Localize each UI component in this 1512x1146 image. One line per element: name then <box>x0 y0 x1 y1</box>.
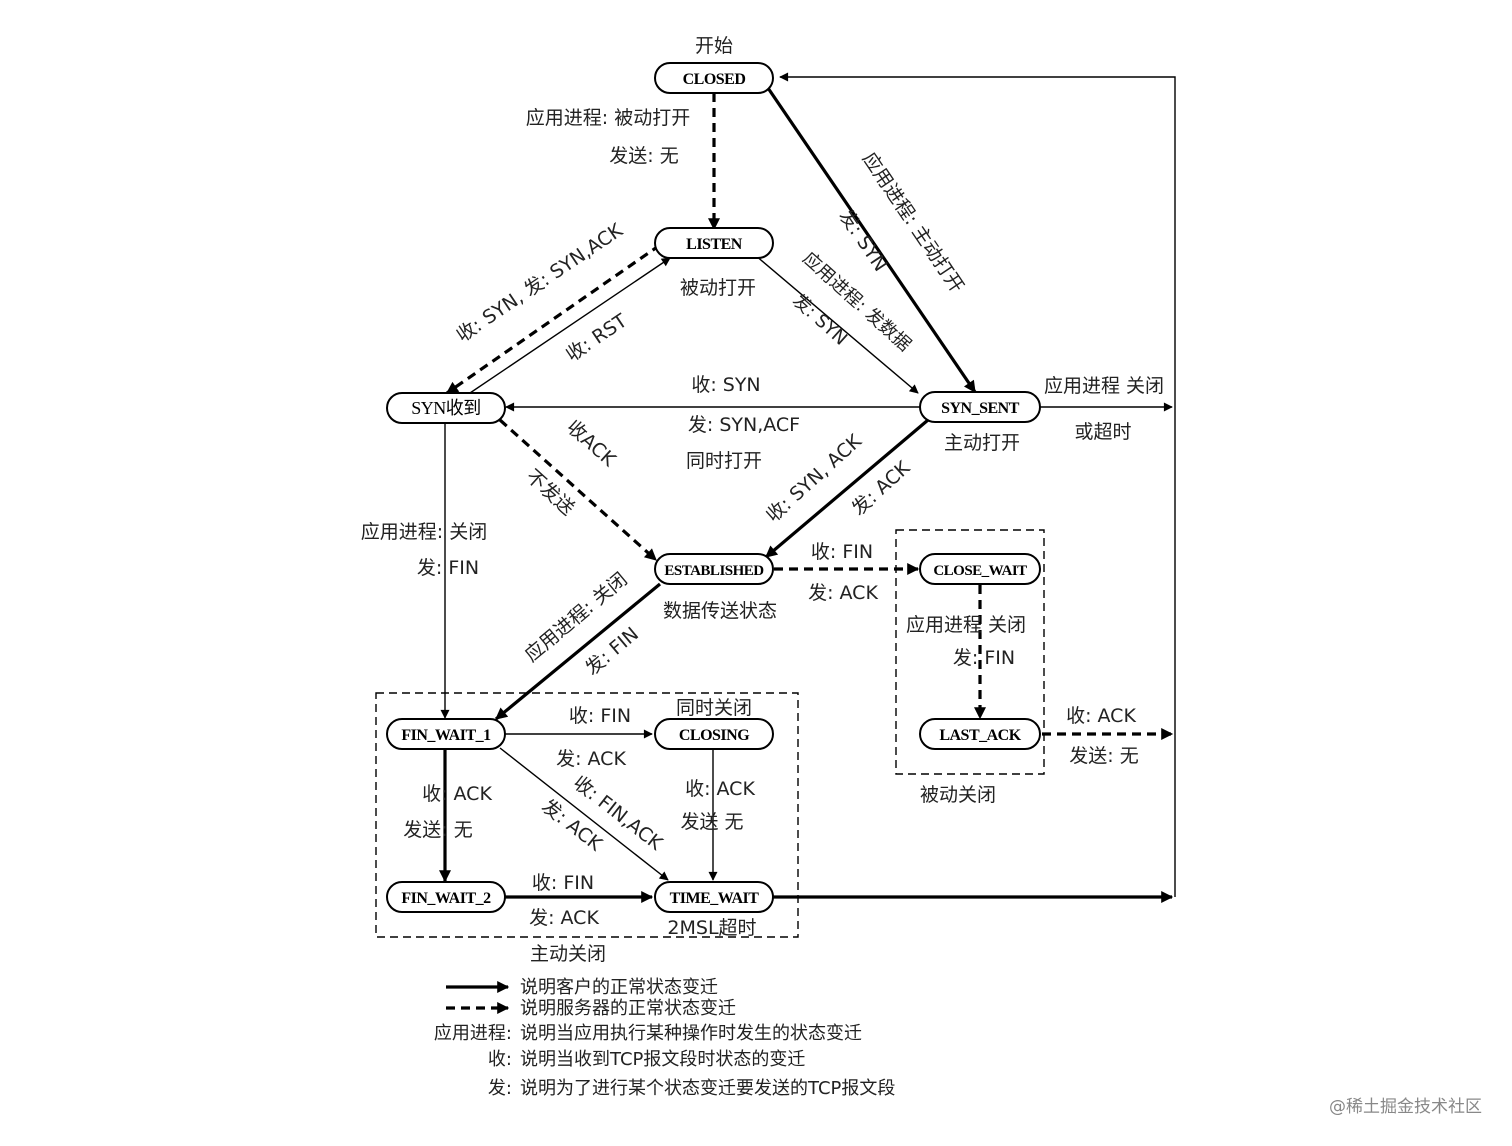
caption-timewait: 2MSL超时 <box>667 917 756 939</box>
state-established: ESTABLISHED <box>654 553 774 585</box>
state-fin-wait-2: FIN_WAIT_2 <box>386 881 506 913</box>
active-close-region <box>375 692 799 938</box>
svg-text:CLOSE_WAIT: CLOSE_WAIT <box>933 563 1027 579</box>
label-fw1-fw2-1: 收: ACK <box>422 783 492 805</box>
svg-text:ESTABLISHED: ESTABLISHED <box>664 563 764 579</box>
label-synrcvd-est-2: 不发送 <box>521 465 578 520</box>
svg-text:FIN_WAIT_2: FIN_WAIT_2 <box>401 890 491 907</box>
edge-synrcvd-listen <box>469 257 671 394</box>
label-fw1-closing-1: 收: FIN <box>569 705 631 727</box>
legend-app-key: 应用进程: <box>434 1023 512 1044</box>
state-close-wait: CLOSE_WAIT <box>919 553 1041 585</box>
label-synrcvd-est-1: 收ACK <box>562 416 620 471</box>
svg-text:SYN_SENT: SYN_SENT <box>941 400 1020 417</box>
legend: 说明客户的正常状态变迁 说明服务器的正常状态变迁 应用进程: 说明当应用执行某种… <box>434 977 895 1099</box>
edge-listen-synsent <box>754 254 919 394</box>
legend-client-text: 说明客户的正常状态变迁 <box>520 977 718 998</box>
label-synsent-est-2: 发: ACK <box>848 457 915 520</box>
label-closing-tw-1: 收: ACK <box>685 778 755 800</box>
caption-start: 开始 <box>695 35 733 57</box>
label-synrcvd-listen: 收: RST <box>562 310 631 367</box>
legend-send-desc: 说明为了进行某个状态变迁要发送的TCP报文段 <box>520 1078 895 1099</box>
label-cw-la-1: 应用进程 关闭 <box>906 614 1026 636</box>
label-la-close-2: 发送: 无 <box>1069 745 1138 767</box>
legend-recv-key: 收: <box>488 1049 512 1070</box>
state-listen: LISTEN <box>654 227 774 259</box>
svg-text:LISTEN: LISTEN <box>686 236 743 253</box>
state-last-ack: LAST_ACK <box>919 718 1041 750</box>
svg-text:SYN收到: SYN收到 <box>411 398 481 418</box>
caption-passive-close: 被动关闭 <box>920 784 996 806</box>
state-time-wait: TIME_WAIT <box>654 881 774 913</box>
label-fw1-fw2-2: 发送: 无 <box>403 819 472 841</box>
label-synsent-est-1: 收: SYN, ACK <box>762 430 866 527</box>
label-synrcvd-fw1-1: 应用进程: 关闭 <box>361 521 487 543</box>
legend-app-desc: 说明当应用执行某种操作时发生的状态变迁 <box>520 1023 862 1044</box>
state-closing: CLOSING <box>654 718 774 750</box>
label-closing-tw-2: 发送 无 <box>680 811 743 833</box>
svg-text:CLOSING: CLOSING <box>679 727 750 744</box>
state-fin-wait-1: FIN_WAIT_1 <box>386 718 506 750</box>
svg-text:LAST_ACK: LAST_ACK <box>939 727 1021 744</box>
watermark: @稀土掘金技术社区 <box>1329 1097 1482 1117</box>
label-fw1-closing-2: 发: ACK <box>556 748 626 770</box>
label-synsent-close-2: 或超时 <box>1074 421 1131 443</box>
label-est-cw-1: 收: FIN <box>811 541 873 563</box>
edge-established-finwait1 <box>494 582 662 721</box>
label-fw2-tw-1: 收: FIN <box>532 872 594 894</box>
label-fw2-tw-2: 发: ACK <box>529 907 599 929</box>
legend-send-key: 发: <box>488 1078 512 1099</box>
caption-established: 数据传送状态 <box>663 600 777 622</box>
caption-syn-sent: 主动打开 <box>944 432 1020 454</box>
edge-synrcvd-established <box>498 418 658 562</box>
label-synsent-synrcvd-2: 发: SYN,ACF <box>688 414 800 436</box>
label-closed-listen-2: 发送: 无 <box>609 145 678 167</box>
label-closed-synsent-2: 发: SYN <box>834 206 891 276</box>
edge-finwait1-timewait <box>499 747 669 881</box>
state-syn-sent: SYN_SENT <box>919 391 1041 423</box>
edge-synsent-established <box>764 418 930 559</box>
label-synsent-synrcvd-3: 同时打开 <box>686 450 762 472</box>
label-synsent-close-1: 应用进程 关闭 <box>1044 375 1164 397</box>
label-synrcvd-fw1-2: 发: FIN <box>417 557 479 579</box>
edge-listen-synrcvd <box>446 243 661 395</box>
state-syn-rcvd: SYN收到 <box>386 392 506 424</box>
state-closed: CLOSED <box>654 62 774 94</box>
label-est-cw-2: 发: ACK <box>808 582 878 604</box>
svg-text:CLOSED: CLOSED <box>683 71 746 88</box>
label-synsent-synrcvd-1: 收: SYN <box>691 374 760 396</box>
legend-server-text: 说明服务器的正常状态变迁 <box>520 998 736 1019</box>
edge-trunk-closed <box>779 72 1176 897</box>
label-closed-listen-1: 应用进程: 被动打开 <box>526 107 690 129</box>
label-est-fw1-2: 发: FIN <box>581 623 643 680</box>
caption-active-close: 主动关闭 <box>530 943 606 965</box>
svg-text:FIN_WAIT_1: FIN_WAIT_1 <box>401 727 491 744</box>
svg-text:TIME_WAIT: TIME_WAIT <box>670 890 760 907</box>
caption-simul-close: 同时关闭 <box>676 697 752 719</box>
caption-listen: 被动打开 <box>680 277 756 299</box>
legend-recv-desc: 说明当收到TCP报文段时状态的变迁 <box>520 1049 805 1070</box>
edge-closed-synsent <box>766 87 977 393</box>
label-cw-la-2: 发: FIN <box>953 647 1015 669</box>
label-la-close-1: 收: ACK <box>1066 705 1136 727</box>
